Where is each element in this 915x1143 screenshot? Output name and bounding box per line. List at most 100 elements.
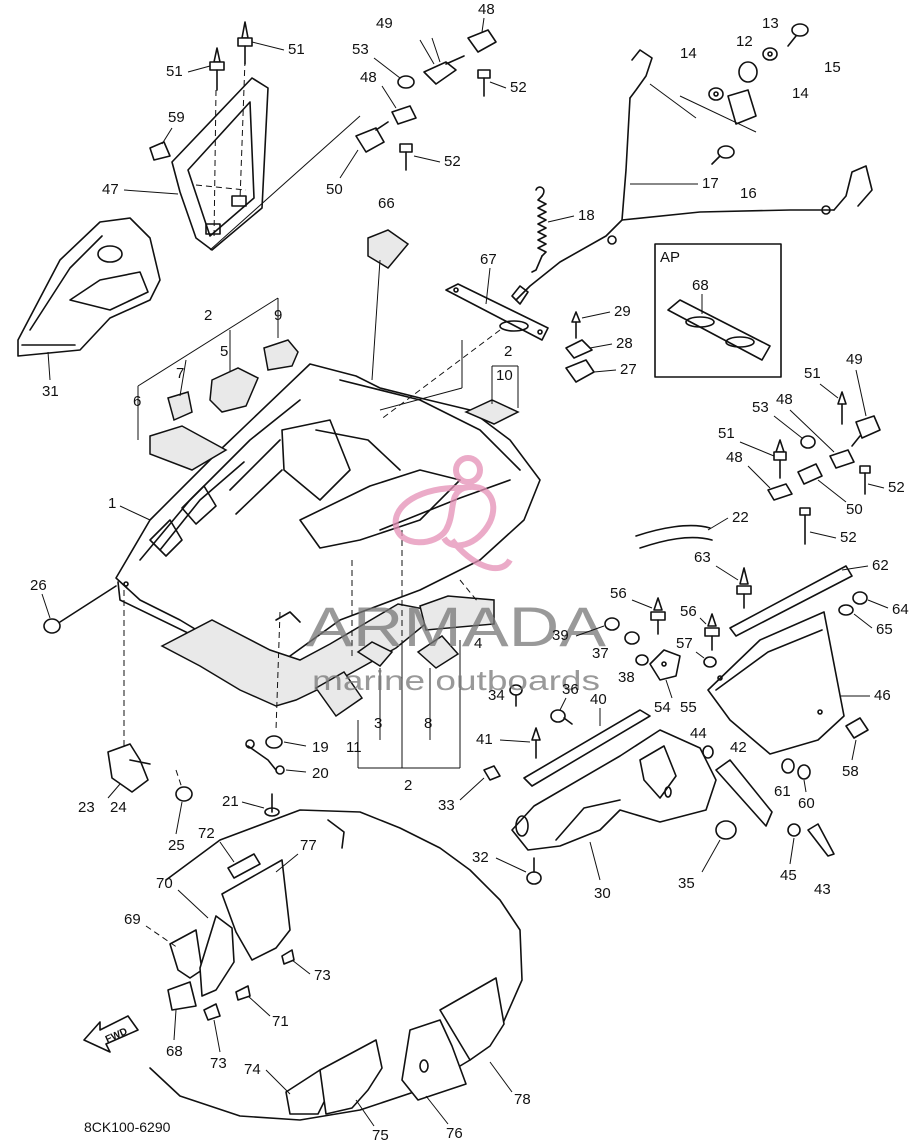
part-51-pin-right bbox=[237, 21, 253, 65]
callout-48: 48 bbox=[360, 69, 377, 86]
callout-5: 5 bbox=[220, 343, 228, 360]
part-10-foam bbox=[464, 399, 520, 425]
part-28-clip bbox=[565, 339, 593, 359]
part-8-foam bbox=[416, 635, 460, 669]
callout-39: 39 bbox=[552, 627, 569, 644]
part-6-foam bbox=[149, 425, 228, 471]
part-14-washer-right bbox=[762, 47, 778, 61]
part-65-washer bbox=[838, 604, 854, 616]
callout-51: 51 bbox=[804, 365, 821, 382]
part-76-pad bbox=[401, 1019, 467, 1101]
callout-77: 77 bbox=[300, 837, 317, 854]
part-17-cable-assembly bbox=[511, 49, 873, 305]
callout-37: 37 bbox=[592, 645, 609, 662]
part-45-washer bbox=[787, 823, 801, 837]
callout-48: 48 bbox=[776, 391, 793, 408]
part-66-pad bbox=[367, 229, 410, 381]
callout-50: 50 bbox=[326, 181, 343, 198]
part-5-foam bbox=[209, 367, 259, 413]
callout-34: 34 bbox=[488, 687, 505, 704]
callout-22: 22 bbox=[732, 509, 749, 526]
callout-6: 6 bbox=[133, 393, 141, 410]
part-75-pad bbox=[319, 1039, 383, 1115]
part-12-lever bbox=[727, 89, 757, 125]
callout-13: 13 bbox=[762, 15, 779, 32]
callout-29: 29 bbox=[614, 303, 631, 320]
callout-59: 59 bbox=[168, 109, 185, 126]
inset-box-ap: AP bbox=[654, 243, 782, 378]
part-51-pin-left bbox=[209, 47, 225, 91]
callout-53: 53 bbox=[352, 41, 369, 58]
callout-56: 56 bbox=[610, 585, 627, 602]
part-46-side-cover bbox=[707, 611, 845, 755]
part-62-rail bbox=[729, 565, 853, 637]
part-77-pad bbox=[221, 859, 291, 961]
callout-71: 71 bbox=[272, 1013, 289, 1030]
callout-66: 66 bbox=[378, 195, 395, 212]
watermark-logo-icon bbox=[392, 455, 513, 572]
callout-67: 67 bbox=[480, 251, 497, 268]
callout-63: 63 bbox=[694, 549, 711, 566]
part-43-pin bbox=[807, 823, 835, 857]
part-73-pad-lower bbox=[203, 1003, 221, 1021]
fwd-direction-arrow: FWD bbox=[83, 1015, 139, 1053]
part-53-washer-r bbox=[800, 435, 816, 449]
callout-52: 52 bbox=[888, 479, 905, 496]
part-61-washer bbox=[781, 758, 795, 774]
callout-7: 7 bbox=[176, 365, 184, 382]
part-50-bracket-top bbox=[355, 121, 389, 153]
part-52-screw-mid bbox=[399, 143, 413, 171]
callout-56: 56 bbox=[680, 603, 697, 620]
callout-33: 33 bbox=[438, 797, 455, 814]
part-25-grommet bbox=[175, 769, 193, 802]
part-14-washer-left bbox=[708, 87, 724, 101]
part-7-foam bbox=[167, 391, 193, 422]
callout-49: 49 bbox=[376, 15, 393, 32]
part-30-duct bbox=[511, 729, 717, 851]
part-33-clip bbox=[483, 765, 501, 781]
callout-61: 61 bbox=[774, 783, 791, 800]
callout-15: 15 bbox=[824, 59, 841, 76]
part-40-rail bbox=[523, 709, 651, 787]
part-18-spring bbox=[531, 186, 547, 273]
part-52-screw-r2 bbox=[799, 507, 811, 545]
callout-48: 48 bbox=[478, 1, 495, 18]
callout-16: 16 bbox=[740, 185, 757, 202]
part-48-clip-r1 bbox=[829, 449, 855, 469]
callout-68: 68 bbox=[692, 277, 709, 294]
part-underside-seal bbox=[160, 603, 442, 707]
callout-68: 68 bbox=[166, 1043, 183, 1060]
callout-75: 75 bbox=[372, 1127, 389, 1143]
callout-74: 74 bbox=[244, 1061, 261, 1078]
watermark: ARMADA marine outboards bbox=[306, 455, 607, 696]
callout-52: 52 bbox=[840, 529, 857, 546]
part-3-foam bbox=[356, 641, 394, 667]
diagram-code: 8CK100-6290 bbox=[84, 1119, 171, 1135]
part-23-latch bbox=[107, 743, 151, 793]
part-54-bracket bbox=[649, 649, 681, 681]
callout-47: 47 bbox=[102, 181, 119, 198]
callout-12: 12 bbox=[736, 33, 753, 50]
callout-44: 44 bbox=[690, 725, 707, 742]
callout-21: 21 bbox=[222, 793, 239, 810]
callout-53: 53 bbox=[752, 399, 769, 416]
callout-76: 76 bbox=[446, 1125, 463, 1142]
part-hull-shell bbox=[149, 809, 523, 1121]
part-16-screw bbox=[711, 145, 735, 165]
part-58-grommet bbox=[845, 717, 869, 739]
callout-18: 18 bbox=[578, 207, 595, 224]
callout-28: 28 bbox=[616, 335, 633, 352]
callout-2: 2 bbox=[204, 307, 212, 324]
part-67-plate bbox=[445, 283, 549, 341]
callout-73: 73 bbox=[314, 967, 331, 984]
part-39-screw bbox=[604, 617, 620, 631]
part-71-pad bbox=[235, 985, 251, 1001]
callout-1: 1 bbox=[108, 495, 116, 512]
part-48-clip-mid bbox=[391, 105, 417, 125]
callout-36: 36 bbox=[562, 681, 579, 698]
part-47-cover-bracket bbox=[171, 59, 269, 251]
callout-64: 64 bbox=[892, 601, 909, 618]
callout-17: 17 bbox=[702, 175, 719, 192]
callout-43: 43 bbox=[814, 881, 831, 898]
part-51-pin-r1 bbox=[837, 391, 847, 425]
